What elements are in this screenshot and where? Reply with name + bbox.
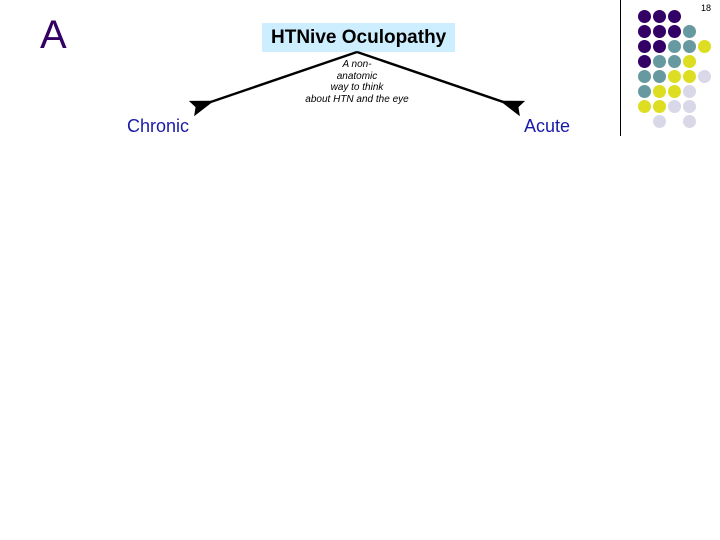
decorative-dot bbox=[668, 40, 681, 53]
decorative-dot bbox=[638, 10, 651, 23]
branch-label-acute: Acute bbox=[524, 116, 571, 136]
decorative-dot bbox=[638, 85, 651, 98]
decorative-dot bbox=[653, 55, 666, 68]
decorative-dot bbox=[683, 25, 696, 38]
branch-label-chronic: Chronic bbox=[127, 116, 190, 136]
vertical-divider-rule bbox=[620, 0, 621, 136]
decorative-dot bbox=[638, 25, 651, 38]
decorative-dot bbox=[668, 85, 681, 98]
decorative-dot bbox=[653, 70, 666, 83]
decorative-dot bbox=[653, 10, 666, 23]
decorative-dot bbox=[698, 40, 711, 53]
page-number: 18 bbox=[701, 3, 712, 13]
decorative-dot bbox=[638, 70, 651, 83]
decorative-dot bbox=[638, 40, 651, 53]
decorative-dot bbox=[638, 55, 651, 68]
decorative-dot bbox=[683, 70, 696, 83]
decorative-dot bbox=[668, 55, 681, 68]
decorative-dot bbox=[653, 85, 666, 98]
slide-title: HTNive Oculopathy bbox=[262, 23, 456, 52]
decorative-dot bbox=[668, 25, 681, 38]
decorative-dot bbox=[668, 100, 681, 113]
caption-line-4: about HTN and the eye bbox=[305, 93, 409, 105]
caption-line-2: anatomic bbox=[336, 70, 378, 82]
decorative-dot bbox=[683, 85, 696, 98]
bullet-letter-a: A bbox=[40, 13, 67, 57]
page-title: HTNive Oculopathy bbox=[262, 23, 456, 52]
caption-line-3: way to think bbox=[330, 82, 384, 93]
decorative-dot bbox=[668, 70, 681, 83]
decorative-dot bbox=[698, 70, 711, 83]
decorative-dot bbox=[683, 100, 696, 113]
decorative-dot bbox=[683, 40, 696, 53]
decorative-dot bbox=[668, 10, 681, 23]
decorative-dot bbox=[653, 25, 666, 38]
decorative-dot bbox=[653, 115, 666, 128]
decorative-dot bbox=[653, 100, 666, 113]
decorative-dot bbox=[683, 115, 696, 128]
decorative-dot bbox=[653, 40, 666, 53]
subtitle-caption: A non- anatomic way to think about HTN a… bbox=[269, 59, 445, 105]
decorative-dot bbox=[683, 55, 696, 68]
decorative-dot-matrix bbox=[638, 10, 714, 130]
decorative-dot bbox=[638, 100, 651, 113]
caption-line-1: A non- bbox=[342, 59, 372, 70]
